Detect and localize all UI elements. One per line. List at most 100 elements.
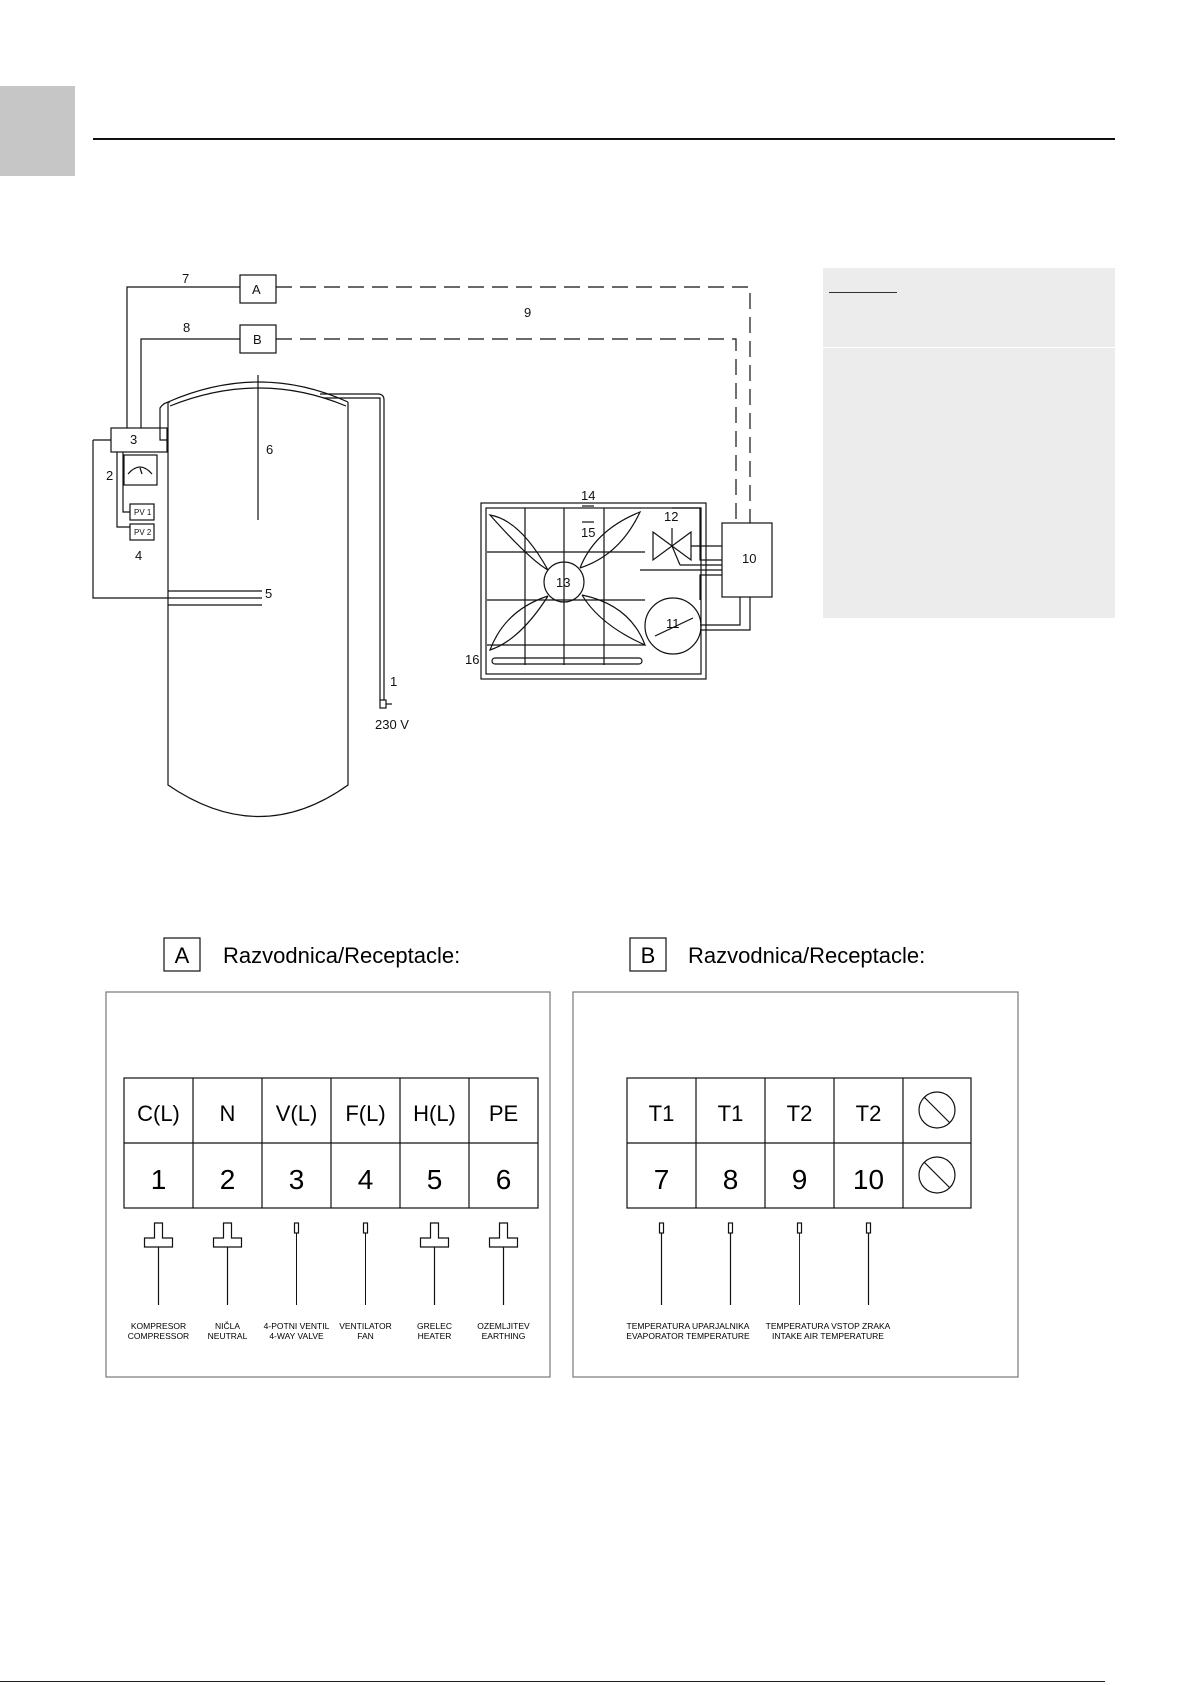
terminal-label: GRELEC: [417, 1321, 452, 1331]
label-2: 2: [106, 468, 113, 483]
fan-blade-2: [579, 510, 642, 569]
connector-pin-icon: [658, 1222, 665, 1234]
page-tab-marker: [0, 86, 75, 176]
terminal-code: F(L): [345, 1101, 385, 1126]
label-10: 10: [742, 551, 756, 566]
cable-9b: [276, 338, 737, 523]
label-box-a: A: [252, 282, 261, 297]
tank-shell: [167, 402, 349, 817]
probe-wire: [92, 440, 168, 599]
terminal-label: 4-POTNI VENTIL: [264, 1321, 330, 1331]
terminal-number: 10: [853, 1164, 884, 1195]
wire-7: [126, 286, 240, 428]
thermostat-2: [123, 454, 158, 486]
connector-pin-icon: [796, 1222, 803, 1234]
terminal-label: FAN: [357, 1331, 374, 1341]
label-16: 16: [465, 652, 479, 667]
connector-plug-icon: [143, 1222, 174, 1248]
wiring-diagram: 7 8 9 A B 3 2 4 6 5 1 230 V 10 11 12 13 …: [92, 271, 773, 817]
label-8: 8: [183, 320, 190, 335]
connector-pin-icon: [865, 1222, 872, 1234]
legend-divider: [823, 347, 1115, 348]
label-pv1: PV 1: [134, 508, 152, 517]
receptacle-a-frame: [105, 991, 551, 1378]
receptacle-b-title: Razvodnica/Receptacle:: [688, 943, 925, 968]
label-4: 4: [135, 548, 142, 563]
terminal-code: T2: [787, 1101, 813, 1126]
receptacle-a-letter-box: [163, 937, 201, 972]
heater-16: [491, 657, 643, 665]
label-11: 11: [666, 616, 680, 631]
legend-title: [829, 280, 897, 293]
terminal-label: NIČLA: [215, 1321, 240, 1331]
fan-blade-4: [488, 595, 549, 651]
terminal-label: HEATER: [418, 1331, 452, 1341]
label-230v: 230 V: [375, 717, 409, 732]
receptacle-a-letter: A: [175, 943, 190, 968]
terminal-number: 8: [723, 1164, 739, 1195]
valve-12-right: [670, 530, 692, 562]
control-box-3: [110, 427, 168, 453]
terminal-label: OZEMLJITEV: [477, 1321, 530, 1331]
terminal-label: NEUTRAL: [208, 1331, 248, 1341]
label-box-b: B: [253, 332, 262, 347]
label-12: 12: [664, 509, 678, 524]
terminal-label: KOMPRESOR: [131, 1321, 186, 1331]
label-7: 7: [182, 271, 189, 286]
terminal-code: V(L): [276, 1101, 318, 1126]
box-a: [239, 274, 277, 304]
label-1: 1: [390, 674, 397, 689]
terminal-code: H(L): [413, 1101, 456, 1126]
terminal-code: PE: [489, 1101, 518, 1126]
sensor-label-2-line2: INTAKE AIR TEMPERATURE: [772, 1331, 884, 1341]
connector-pin-icon: [727, 1222, 734, 1234]
terminal-number: 4: [358, 1164, 374, 1195]
control-link: [159, 401, 171, 441]
fan-13: [543, 561, 585, 603]
box-b: [239, 324, 277, 354]
connector-plug-icon: [419, 1222, 450, 1248]
label-13: 13: [556, 575, 570, 590]
supply-cable: [320, 393, 385, 700]
terminal-code: T2: [856, 1101, 882, 1126]
valve-12-left: [652, 530, 674, 562]
label-14: 14: [581, 488, 595, 503]
pv2-box: [129, 523, 155, 541]
terminal-code: T1: [649, 1101, 675, 1126]
receptacle-b-frame: [572, 991, 1019, 1378]
terminal-label: VENTILATOR: [339, 1321, 392, 1331]
terminal-number: 7: [654, 1164, 670, 1195]
footer-rule: [0, 1681, 1105, 1682]
label-3: 3: [130, 432, 137, 447]
connector-pin-icon: [293, 1222, 300, 1234]
terminal-label: 4-WAY VALVE: [269, 1331, 324, 1341]
terminal-code: N: [220, 1101, 236, 1126]
terminal-number: 3: [289, 1164, 305, 1195]
terminal-code: C(L): [137, 1101, 180, 1126]
terminal-a-cells: C(L)1KOMPRESORCOMPRESSORN2NIČLANEUTRALV(…: [128, 1078, 530, 1341]
no-connection-icon: [918, 1156, 956, 1194]
fan-blade-1: [488, 514, 549, 571]
terminal-label: EARTHING: [482, 1331, 526, 1341]
terminal-number: 2: [220, 1164, 236, 1195]
label-pv2: PV 2: [134, 528, 152, 537]
label-9: 9: [524, 305, 531, 320]
cable-9a: [276, 286, 751, 523]
label-5: 5: [265, 586, 272, 601]
supply-cable-b: [323, 397, 381, 700]
sensor-label-1-line2: EVAPORATOR TEMPERATURE: [626, 1331, 750, 1341]
receptacle-a-diagram: A Razvodnica/Receptacle: C(L)1KOMPRESORC…: [105, 937, 551, 1378]
sensor-label-2-line1: TEMPERATURA VSTOP ZRAKA: [766, 1321, 891, 1331]
wire-8: [140, 338, 240, 428]
connector-plug-icon: [212, 1222, 243, 1248]
receptacle-b-letter-box: [629, 937, 667, 972]
receptacle-a-title: Razvodnica/Receptacle:: [223, 943, 460, 968]
terminal-code: T1: [718, 1101, 744, 1126]
connector-plug-icon: [488, 1222, 519, 1248]
receptacle-b-letter: B: [641, 943, 656, 968]
legend-panel: [823, 268, 1115, 618]
connector-pin-icon: [362, 1222, 369, 1234]
label-6: 6: [266, 442, 273, 457]
